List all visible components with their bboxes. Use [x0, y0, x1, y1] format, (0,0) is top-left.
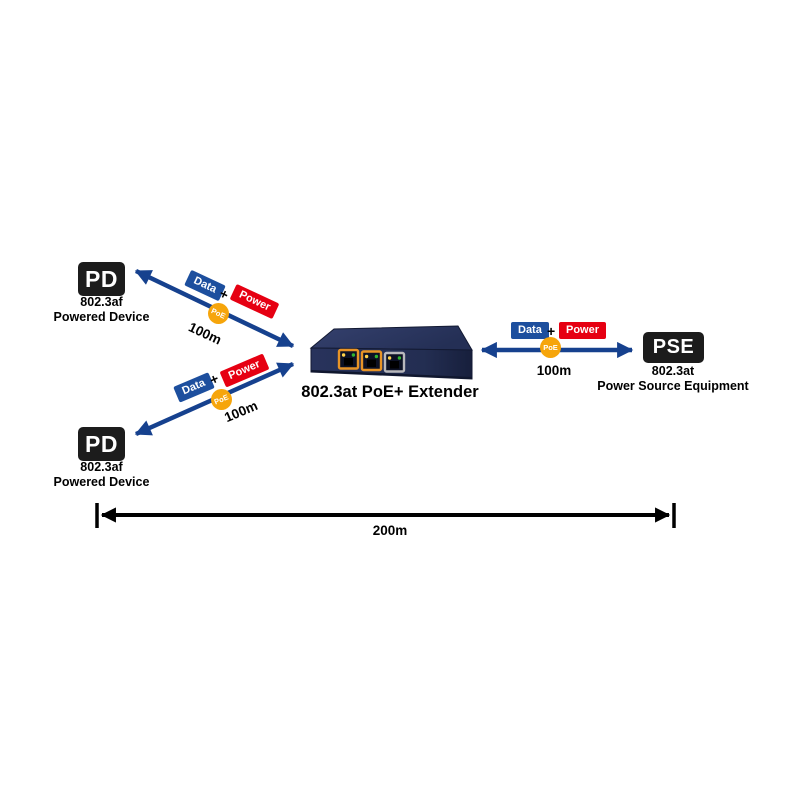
- pse-label: 802.3at Power Source Equipment: [583, 364, 763, 393]
- link-right-power-badge: Power: [559, 322, 607, 339]
- link-right-distance: 100m: [536, 363, 572, 378]
- pd-top-label: 802.3af Powered Device: [24, 295, 179, 324]
- total-span-distance: 200m: [372, 523, 408, 538]
- link-right-poe-text: PoE: [543, 343, 558, 352]
- pd-bottom-type: Powered Device: [53, 474, 150, 489]
- pse-type: Power Source Equipment: [597, 378, 749, 393]
- extender-device: [309, 325, 473, 380]
- port3-led-left: [387, 356, 392, 360]
- pd-bottom-label: 802.3af Powered Device: [24, 460, 179, 489]
- link-bottom-poe-icon: PoE: [211, 389, 232, 410]
- rj45-port-1-poe: [337, 348, 360, 370]
- extender-base-edge: [311, 370, 472, 379]
- pd-bottom-standard: 802.3af: [80, 460, 123, 474]
- link-top-poe-icon: PoE: [208, 303, 229, 324]
- rj45-port-3-data: [383, 351, 406, 373]
- extender-title: 802.3at PoE+ Extender: [301, 383, 479, 401]
- port2-led-left: [364, 354, 369, 359]
- link-bottom-poe-text: PoE: [213, 392, 230, 407]
- link-right-poe-icon: PoE: [540, 337, 561, 358]
- port1-led-right: [351, 353, 356, 357]
- pd-top-box: PD: [78, 262, 125, 296]
- extender-top-face: [309, 325, 473, 351]
- rj45-port-2-poe: [360, 350, 383, 372]
- pse-standard: 802.3at: [651, 364, 695, 378]
- port3-led-right: [397, 356, 402, 360]
- pd-top-type: Powered Device: [53, 309, 150, 324]
- port2-led-right: [374, 354, 379, 359]
- pse-box: PSE: [643, 332, 704, 363]
- pd-bottom-box: PD: [78, 427, 125, 461]
- link-top-poe-text: PoE: [209, 306, 228, 321]
- port1-led-left: [341, 353, 346, 357]
- link-right-plus: +: [547, 323, 556, 339]
- link-right-data-badge: Data: [511, 322, 549, 339]
- pd-top-standard: 802.3af: [80, 295, 123, 309]
